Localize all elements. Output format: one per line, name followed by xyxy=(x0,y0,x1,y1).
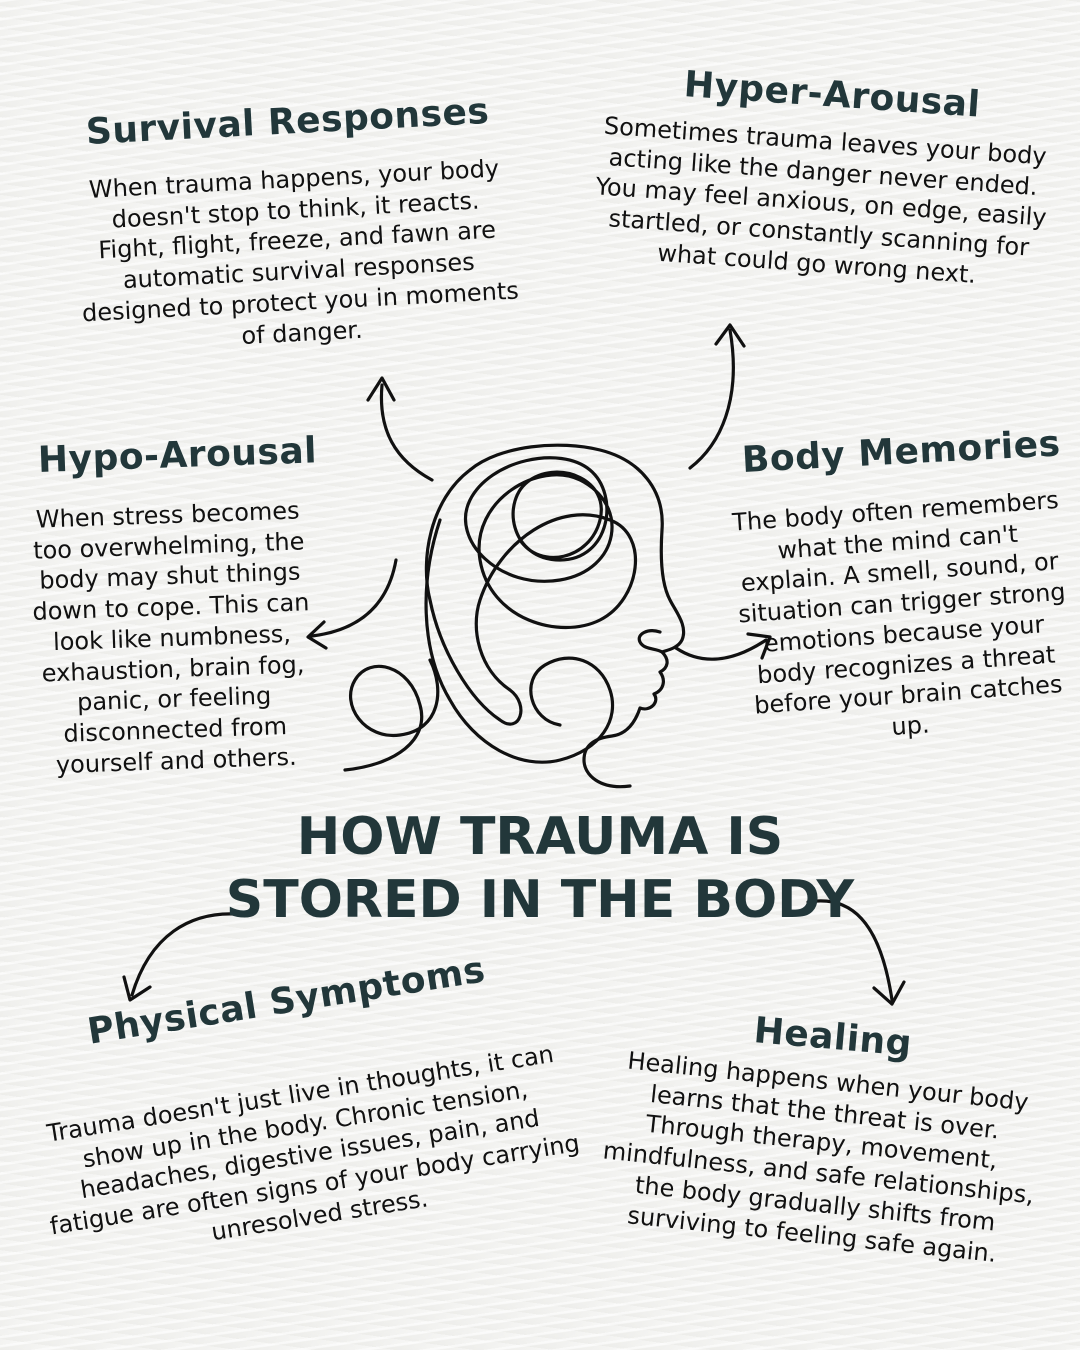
hyper-text: Sometimes trauma leaves your body acting… xyxy=(594,111,1048,289)
scribble-left-loop xyxy=(343,658,440,772)
scribble-head-icon xyxy=(468,443,686,789)
arrow-memories xyxy=(674,638,768,661)
scribble-loops xyxy=(424,456,637,726)
arrow-hyper-head xyxy=(714,323,746,348)
title-line-1: HOW TRAUMA IS xyxy=(296,807,784,867)
page-title: HOW TRAUMA IS STORED IN THE BODY xyxy=(140,806,940,933)
arrow-hypo xyxy=(310,558,398,638)
survival-text: When trauma happens, your body doesn't s… xyxy=(81,154,520,350)
scribble-neck xyxy=(424,518,615,764)
arrow-healing-head xyxy=(872,980,906,1006)
arrow-hyper xyxy=(688,328,735,470)
arrow-memories-head xyxy=(746,632,772,660)
arrow-survival xyxy=(379,383,434,482)
arrow-physical xyxy=(130,912,238,997)
arrow-healing xyxy=(806,899,894,1002)
scribble-nose xyxy=(637,629,664,654)
memories-text: The body often remembers what the mind c… xyxy=(731,485,1067,742)
arrow-physical-head xyxy=(122,975,152,1002)
arrow-survival-head xyxy=(366,376,396,402)
hypo-text: When stress becomes too overwhelming, th… xyxy=(31,496,310,779)
arrow-hypo-head xyxy=(306,620,328,650)
title-line-2: STORED IN THE BODY xyxy=(225,870,855,931)
